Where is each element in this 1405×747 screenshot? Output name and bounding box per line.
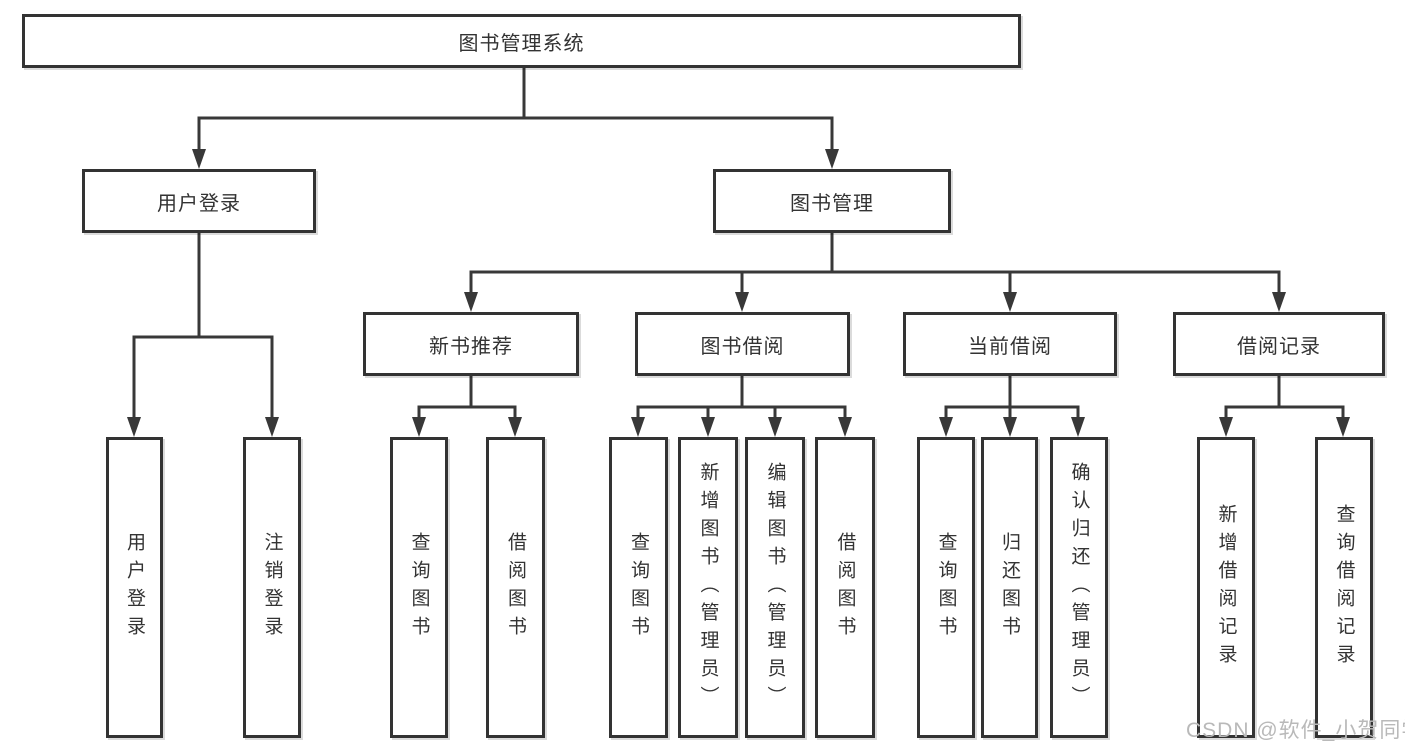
arrowheads (127, 149, 1350, 437)
node-label: 用户登录 (124, 531, 145, 644)
connector-records (1224, 374, 1345, 423)
node-label: 确认归还（管理员） (1068, 461, 1090, 714)
node-label: 注销登录 (261, 531, 283, 644)
node-edit-books-admin: 编辑图书（管理员） (745, 437, 805, 738)
connector-user-login (132, 231, 274, 423)
node-book-borrowing: 图书借阅 (635, 312, 850, 376)
node-label: 新增图书（管理员） (697, 461, 719, 714)
node-label: 图书管理 (790, 192, 874, 215)
connector-borrowing (636, 374, 847, 423)
node-label: 归还图书 (999, 531, 1020, 644)
node-add-books-admin: 新增图书（管理员） (678, 437, 738, 738)
node-label: 编辑图书（管理员） (764, 461, 786, 714)
node-confirm-return-admin: 确认归还（管理员） (1050, 437, 1108, 738)
node-new-book-recommendation: 新书推荐 (363, 312, 579, 376)
node-label: 借阅图书 (505, 531, 526, 644)
node-query-books-borrowing: 查询图书 (609, 437, 668, 738)
connector-current (944, 374, 1080, 423)
node-library-management-system: 图书管理系统 (22, 14, 1021, 68)
node-label: 新书推荐 (429, 335, 513, 358)
node-query-books-recommend: 查询图书 (390, 437, 448, 738)
node-label: 图书借阅 (700, 335, 785, 358)
node-label: 借阅图书 (834, 531, 856, 644)
node-label: 查询图书 (628, 531, 649, 644)
node-borrow-books-leaf: 借阅图书 (815, 437, 875, 738)
connector-book-management (469, 231, 1281, 298)
connector-new-book (417, 374, 517, 423)
node-add-borrow-record: 新增借阅记录 (1197, 437, 1255, 738)
connector-root (197, 66, 834, 155)
node-label: 查询图书 (935, 531, 957, 644)
csdn-watermark: CSDN @软件_小贺同学 (1186, 719, 1405, 742)
node-label: 当前借阅 (968, 335, 1052, 358)
node-label: 新增借阅记录 (1215, 503, 1237, 672)
node-borrow-books-recommend: 借阅图书 (486, 437, 545, 738)
node-logout-login: 注销登录 (243, 437, 301, 738)
node-return-books: 归还图书 (981, 437, 1038, 738)
node-query-borrow-record: 查询借阅记录 (1315, 437, 1373, 738)
node-user-login: 用户登录 (82, 169, 316, 233)
node-label: 查询图书 (408, 531, 430, 644)
node-user-login-leaf: 用户登录 (106, 437, 163, 738)
node-label: 借阅记录 (1237, 335, 1321, 358)
node-label: 用户登录 (157, 192, 241, 215)
node-label: 图书管理系统 (458, 32, 585, 55)
node-label: 查询借阅记录 (1333, 503, 1355, 672)
node-borrowing-records: 借阅记录 (1173, 312, 1385, 376)
node-query-books-current: 查询图书 (917, 437, 975, 738)
node-book-management: 图书管理 (713, 169, 951, 233)
node-current-borrowing: 当前借阅 (903, 312, 1117, 376)
